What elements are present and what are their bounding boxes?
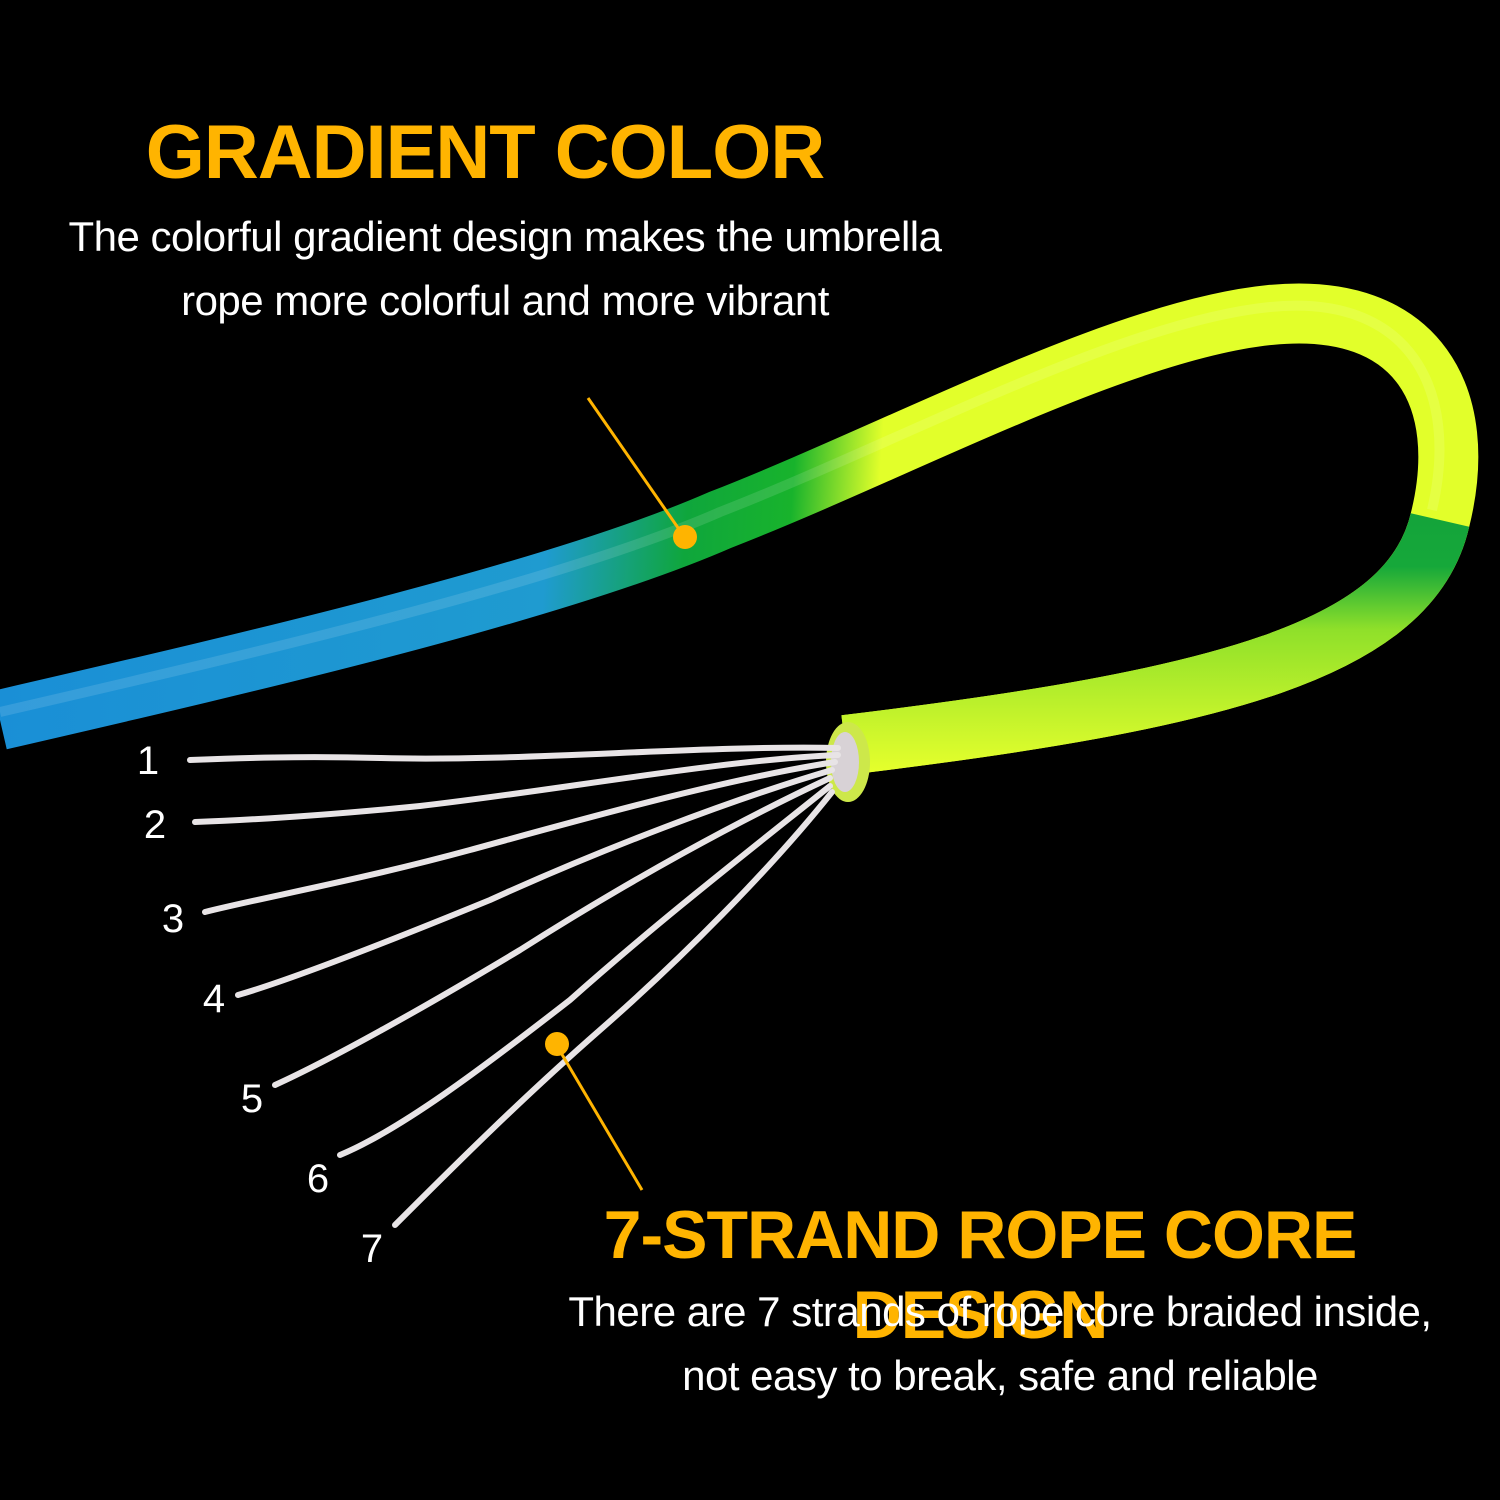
gradient-color-description: The colorful gradient design makes the u… (10, 205, 1000, 333)
callout-line-gradient (586, 397, 685, 536)
strand-label-6: 6 (307, 1157, 329, 1201)
core-desc-line-2: not easy to break, safe and reliable (682, 1352, 1318, 1399)
callout-core (545, 1032, 644, 1191)
strand-label-1: 1 (137, 739, 159, 783)
strand-4 (235, 767, 835, 998)
callout-dot-gradient (673, 525, 697, 549)
strand-label-2: 2 (144, 803, 166, 847)
strand-label-7: 7 (361, 1227, 383, 1271)
strand-label-4: 4 (203, 977, 225, 1021)
strand-6 (337, 783, 833, 1158)
rope-core-strands (187, 744, 841, 1228)
strand-5 (272, 775, 833, 1088)
rope-core-description: There are 7 strands of rope core braided… (540, 1280, 1460, 1408)
rope (0, 283, 1479, 802)
strand-label-5: 5 (241, 1077, 263, 1121)
rope-core-heading: 7-STRAND ROPE CORE DESIGN (603, 1197, 1358, 1353)
callout-dot-core (545, 1032, 569, 1056)
callout-line-core (555, 1045, 644, 1191)
gradient-desc-line-1: The colorful gradient design makes the u… (68, 213, 942, 260)
strand-1 (187, 744, 841, 763)
gradient-desc-line-2: rope more colorful and more vibrant (181, 277, 829, 324)
strand-7 (392, 789, 835, 1228)
strand-labels: 1 2 3 4 5 6 7 (137, 739, 383, 1271)
strand-label-3: 3 (162, 897, 184, 941)
gradient-color-heading: GRADIENT COLOR (145, 110, 825, 195)
core-desc-line-1: There are 7 strands of rope core braided… (568, 1288, 1432, 1335)
callout-gradient (586, 397, 697, 549)
strand-2 (192, 752, 841, 825)
rope-yellow-segment (841, 512, 1470, 775)
rope-highlight (0, 300, 1445, 717)
strand-3 (202, 759, 838, 915)
